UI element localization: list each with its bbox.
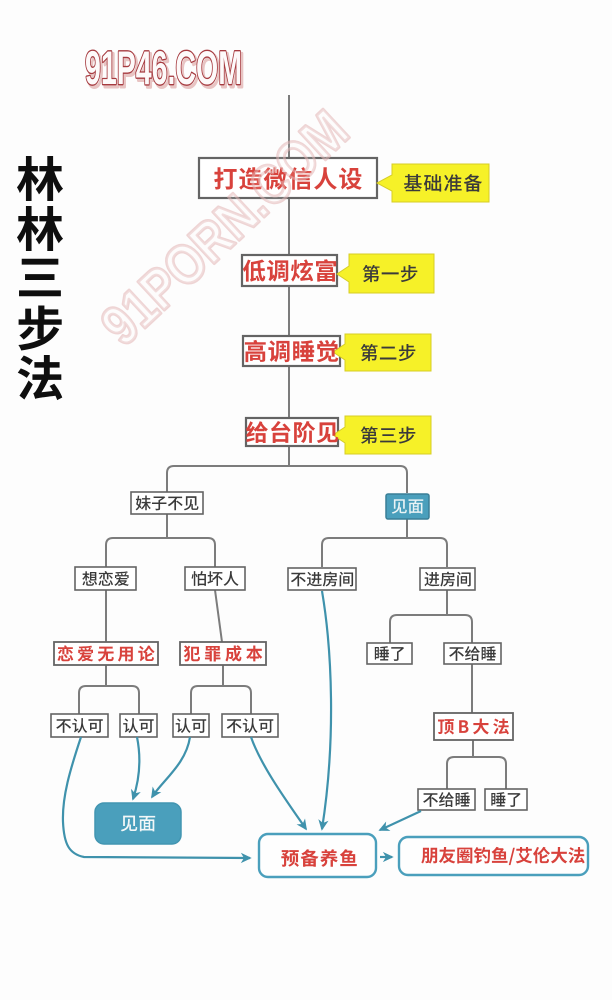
svg-text:91PORN.COM: 91PORN.COM xyxy=(89,98,360,357)
svg-text:91P46.COM: 91P46.COM xyxy=(85,41,242,94)
svg-text:91P46.COM: 91P46.COM xyxy=(87,44,244,97)
